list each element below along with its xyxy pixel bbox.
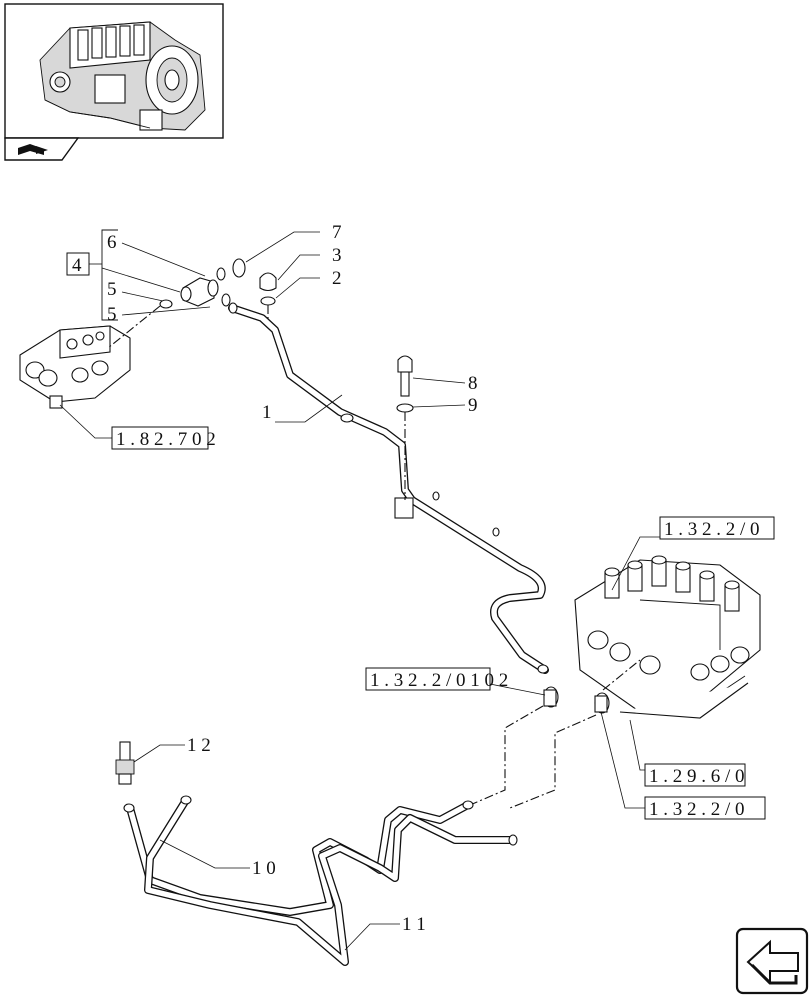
ref-box-132-top[interactable]: [659, 516, 775, 540]
pipe-10: [123, 800, 474, 916]
bolt-8: [397, 355, 413, 397]
plug-3: [259, 272, 277, 292]
ref-129-text[interactable]: 1 . 2 9 . 6 / 0: [649, 766, 745, 787]
callout-12: 1 2: [187, 735, 211, 756]
callout-4: 4: [72, 255, 82, 276]
ref-132-mid-text[interactable]: 1 . 3 2 . 2 / 0 1 0 2: [370, 670, 508, 691]
callout-5a: 5: [107, 279, 117, 300]
ref-box-129[interactable]: [644, 763, 746, 787]
callout-1: 1: [262, 402, 272, 423]
tee-fitting: [159, 267, 231, 309]
callout-6: 6: [107, 232, 117, 253]
pressure-switch: [594, 692, 610, 714]
assembly-thumbnail: [4, 3, 224, 161]
seal-2: [260, 296, 276, 306]
sensor-fitting: [543, 686, 559, 708]
callout-8: 8: [468, 373, 478, 394]
pipe-1: [228, 302, 549, 674]
washer-9: [396, 403, 414, 413]
ref-132-top-text[interactable]: 1 . 3 2 . 2 / 0: [664, 519, 760, 540]
next-page-arrow-icon[interactable]: [735, 927, 809, 995]
transmission-thumbnail-drawing: [39, 21, 206, 131]
ref-132-bot-text[interactable]: 1 . 3 2 . 2 / 0: [649, 799, 745, 820]
callout-11: 1 1: [402, 914, 426, 935]
ref-182-text[interactable]: 1 . 8 2 . 7 0 2: [116, 429, 216, 450]
callout-5b: 5: [107, 304, 117, 325]
callout-7: 7: [332, 222, 342, 243]
control-valve-right: [574, 555, 761, 713]
control-valve-left: [19, 325, 131, 409]
ref-box-132-mid[interactable]: [365, 667, 491, 691]
callout-3: 3: [332, 245, 342, 266]
ref-box-132-bot[interactable]: [644, 796, 766, 820]
callout-2: 2: [332, 268, 342, 289]
callout-10: 1 0: [252, 858, 276, 879]
ref-box-182[interactable]: [111, 426, 209, 450]
callout-9: 9: [468, 395, 478, 416]
washer-7: [232, 258, 246, 278]
pipe-11: [144, 795, 518, 966]
connector-12: [115, 741, 135, 785]
book-arrow-icon[interactable]: [18, 144, 48, 155]
